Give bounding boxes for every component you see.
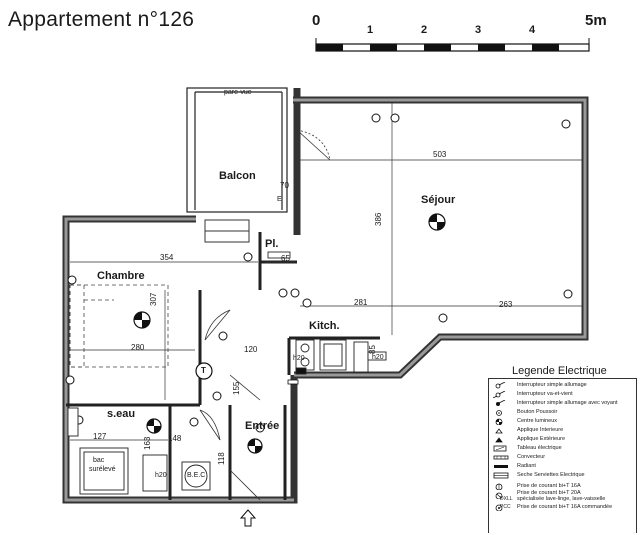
legend-box: Interrupteur simple allumage Interrupteu… [488, 378, 637, 533]
balcony-door [204, 219, 250, 243]
convector-icon [493, 455, 509, 460]
dim-386: 386 [374, 212, 383, 226]
page-title: Appartement n°126 [8, 8, 195, 31]
legend-item-12: Prise de courant bi+T 20A [517, 490, 581, 496]
dim-280: 280 [131, 343, 145, 352]
electrical-panel-icon [493, 445, 507, 452]
scale-bar [315, 38, 590, 52]
dim-281: 281 [354, 298, 368, 307]
dim-148: 148 [168, 434, 182, 443]
entrance-arrow [239, 509, 257, 527]
label-h20-sink: h20 [372, 354, 384, 361]
legend-prefix-pcc: PCC [500, 504, 511, 510]
dim-503: 503 [433, 150, 447, 159]
bathroom-fixtures [67, 407, 211, 495]
dim-118: 118 [217, 452, 226, 465]
room-salle-eau: s.eau [107, 408, 136, 420]
dim-307: 307 [149, 292, 158, 306]
electrical-panel [195, 362, 213, 380]
legend-item-2: Interrupteur simple allumage avec voyant [517, 400, 618, 406]
convectors [267, 251, 299, 385]
wall-light-exterior-icon [495, 437, 503, 443]
push-button-icon [496, 410, 502, 416]
bed-outline [69, 284, 169, 368]
label-h20-bath: h20 [155, 472, 167, 479]
label-bec: B.E.C [187, 472, 206, 479]
radiant-icon [494, 465, 508, 468]
scale-tick-5m: 5m [585, 12, 607, 29]
legend-item-11: Prise de courant bi+T 16A [517, 483, 581, 489]
scale-tick-3: 3 [475, 24, 482, 36]
legend-item-9: Radiant [517, 463, 536, 469]
sockets [65, 113, 573, 433]
socket-20a-icon [495, 492, 503, 499]
legend-item-3: Bouton Poussoir [517, 409, 558, 415]
room-entree: Entrée [245, 420, 280, 432]
ceiling-lights [133, 213, 446, 454]
dim-85: 85 [368, 345, 377, 354]
label-bac: bac [93, 457, 105, 464]
ceiling-light-icon [495, 418, 503, 425]
wall-hatch [64, 98, 587, 502]
door-swings [199, 129, 331, 501]
label-pare-vue: pare-vue [224, 89, 252, 96]
legend-item-13: spécialisée lave-linge, lave-vaisselle [517, 496, 606, 502]
scale-tick-0: 0 [312, 12, 321, 29]
dim-263: 263 [499, 300, 513, 309]
room-chambre: Chambre [97, 270, 145, 282]
label-panel: T [201, 366, 206, 375]
socket-controlled-icon [495, 504, 503, 511]
room-placard: Pl. [265, 238, 279, 250]
legend-item-4: Centre lumineux [517, 418, 558, 424]
legend-prefix-dxll: DXLL [500, 496, 513, 502]
legend-title: Legende Electrique [512, 365, 607, 377]
dimension-lines [70, 103, 583, 441]
kitchen-fixtures [295, 339, 387, 375]
scale-tick-4: 4 [529, 24, 536, 36]
legend-item-10: Seche Serviettes Electrique [517, 472, 585, 478]
room-kitchen: Kitch. [309, 320, 340, 332]
towel-dryer-icon [493, 472, 509, 479]
label-sureleve: surélevé [89, 466, 116, 473]
electrical-legend: Legende Electrique Interrupteur simple a… [488, 362, 637, 533]
balcony-outline [186, 87, 288, 213]
dim-155: 155 [232, 381, 241, 395]
dim-70: 70 [280, 181, 289, 190]
legend-item-6: Applique Extérieure [517, 436, 566, 442]
wall-light-interior-icon [495, 428, 503, 434]
switch-two-way-icon [493, 391, 506, 398]
legend-item-1: Interrupteur va-et-vient [517, 391, 573, 397]
room-sejour: Séjour [421, 194, 456, 206]
label-h20-kitchen: h20 [293, 355, 305, 362]
legend-item-7: Tableau électrique [517, 445, 562, 451]
scale-tick-1: 1 [367, 24, 374, 36]
dim-163: 163 [143, 436, 152, 450]
legend-item-8: Convecteur [517, 454, 546, 460]
dim-120: 120 [244, 345, 258, 354]
legend-item-14: Prise de courant bi+T 16A commandée [517, 504, 613, 510]
dim-127: 127 [93, 432, 107, 441]
switch-indicator-icon [496, 400, 506, 406]
socket-16a-icon [495, 483, 503, 490]
scale-tick-2: 2 [421, 24, 428, 36]
dim-354: 354 [160, 253, 174, 262]
legend-item-0: Interrupteur simple allumage [517, 382, 587, 388]
label-balcony-light: E [277, 196, 282, 203]
switch-single-icon [495, 382, 506, 389]
dim-65: 65 [281, 254, 290, 263]
legend-item-5: Applique Interieure [517, 427, 564, 433]
room-balcon: Balcon [219, 170, 256, 182]
